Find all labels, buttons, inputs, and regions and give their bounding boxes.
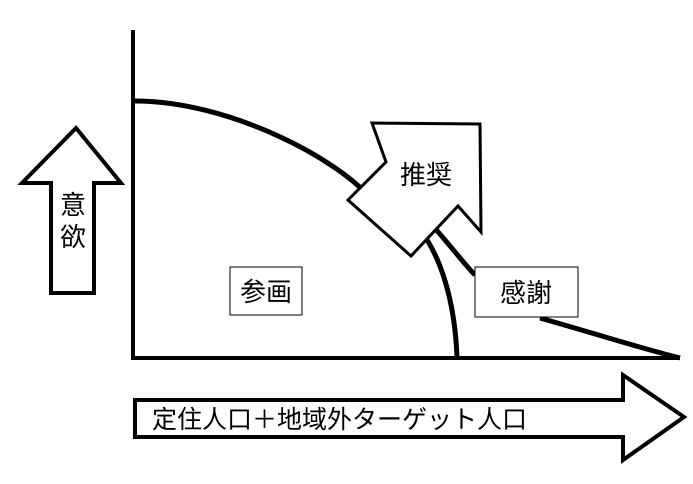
motivation-curve-upper [134, 98, 374, 202]
recommendation-label: 推奨 [400, 161, 452, 191]
gratitude-curve-tail [539, 315, 681, 361]
motivation-label-char-2: 欲 [60, 223, 86, 253]
population-arrow-shape [133, 371, 688, 464]
gratitude-box [474, 266, 579, 318]
motivation-label-char-1: 意 [60, 191, 86, 221]
participation-box [229, 266, 303, 316]
gratitude-label: 感謝 [500, 279, 552, 309]
population-label: 定住人口＋地域外ターゲット人口 [152, 405, 527, 434]
motivation-arrow-shape [17, 125, 126, 295]
recommendation-arrow-shape [345, 121, 483, 259]
participation-label: 参画 [240, 278, 292, 308]
